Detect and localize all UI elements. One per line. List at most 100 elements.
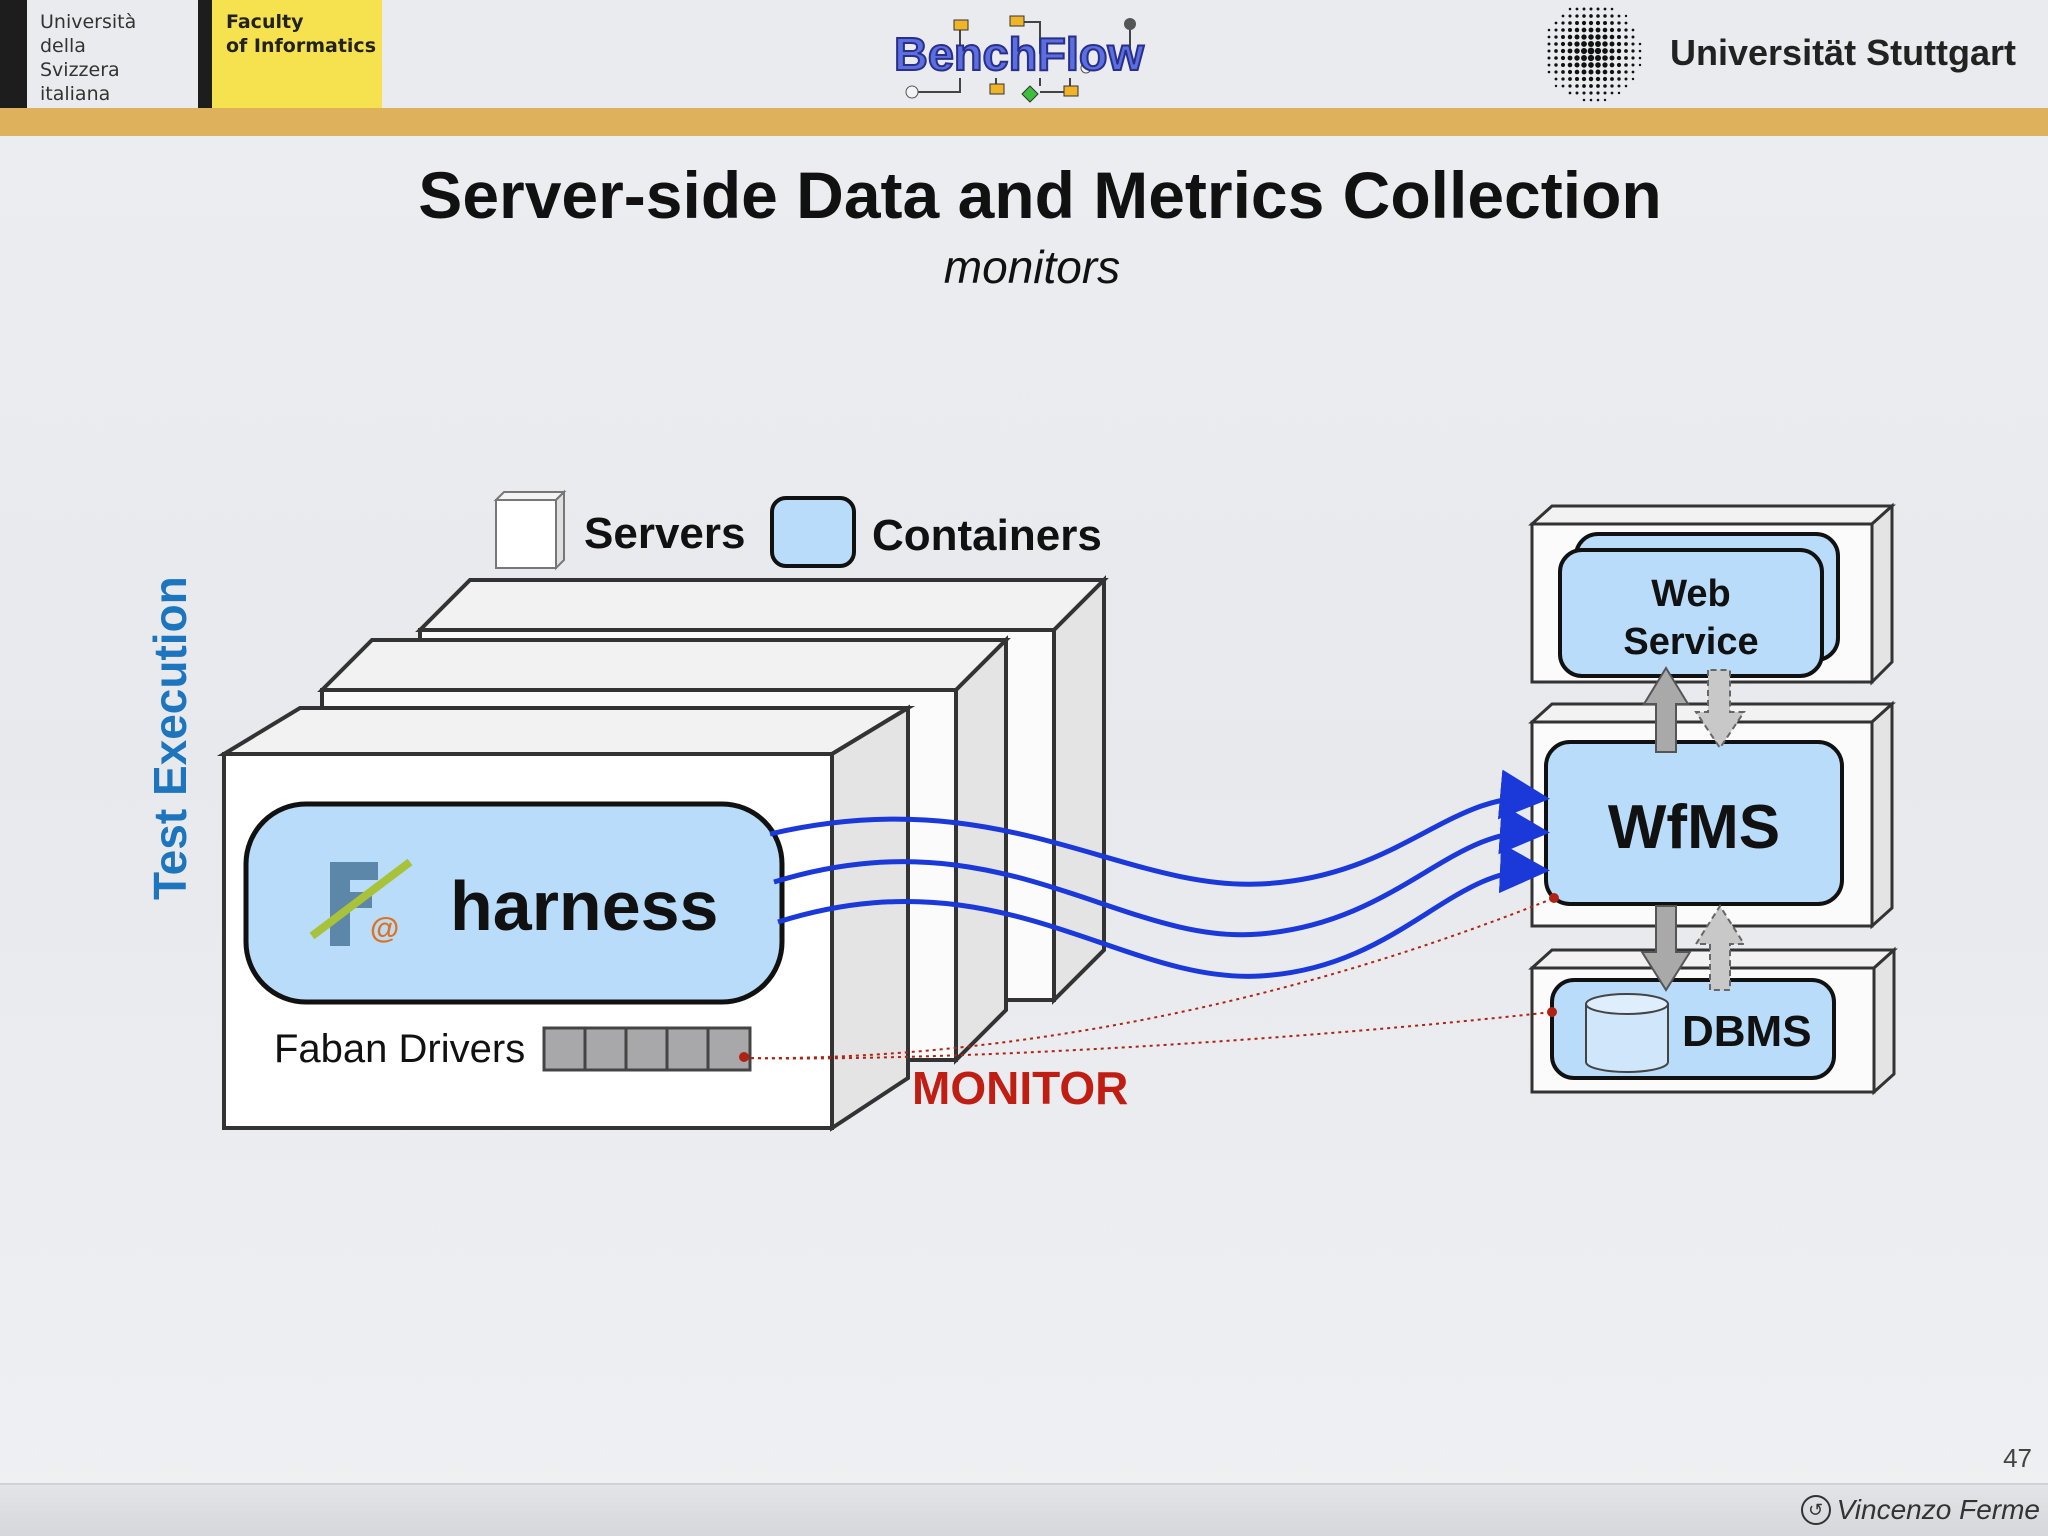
emblem-dot [1594, 54, 1602, 62]
emblem-dot [1561, 77, 1565, 81]
web-service-label-line2: Service [1623, 621, 1758, 663]
emblem-dot [1603, 91, 1607, 95]
emblem-dot [1575, 91, 1579, 95]
emblem-dot [1616, 34, 1622, 40]
emblem-dot [1624, 70, 1628, 74]
emblem-dot [1588, 62, 1594, 68]
emblem-dot [1603, 7, 1607, 11]
emblem-dot [1616, 62, 1622, 68]
emblem-dot [1587, 54, 1595, 62]
faban-logo-at: @ [370, 912, 399, 945]
legend-container-swatch [770, 496, 856, 568]
emblem-dot [1554, 56, 1558, 60]
emblem-dot [1561, 14, 1565, 18]
emblem-dot [1624, 28, 1628, 32]
emblem-dot [1554, 35, 1558, 39]
load-arrows [769, 769, 1550, 979]
emblem-dot [1554, 28, 1558, 32]
emblem-dot [1638, 49, 1642, 53]
faban-drivers-label: Faban Drivers [274, 1027, 525, 1071]
emblem-dot [1581, 69, 1587, 75]
emblem-dot [1624, 77, 1628, 81]
footer-divider [0, 1483, 2048, 1485]
monitor-dot [1547, 1007, 1557, 1017]
emblem-dot [1547, 70, 1551, 74]
footer-band [0, 1485, 2048, 1536]
emblem-dot [1554, 63, 1558, 67]
emblem-dot [1547, 56, 1551, 60]
emblem-dot [1581, 41, 1587, 47]
wfms-label: WfMS [1608, 793, 1780, 862]
emblem-dot [1609, 55, 1615, 61]
emblem-dot [1568, 77, 1572, 81]
emblem-dot [1581, 27, 1587, 33]
emblem-dot [1567, 34, 1573, 40]
header-bar: Università della Svizzera italiana Facul… [0, 0, 2048, 108]
emblem-dot [1547, 28, 1551, 32]
emblem-dot [1595, 27, 1601, 33]
emblem-dot [1547, 49, 1551, 53]
emblem-dot [1581, 20, 1587, 26]
web-service-container [1558, 548, 1824, 678]
benchflow-logo-text: BenchFlow [894, 28, 1144, 80]
emblem-dot [1588, 27, 1594, 33]
emblem-dot [1595, 69, 1601, 75]
monitor-lines [743, 897, 1555, 1060]
emblem-dot [1631, 56, 1635, 60]
emblem-dot [1609, 69, 1615, 75]
emblem-dot [1581, 76, 1587, 82]
usi-name: Università della Svizzera italiana [40, 10, 136, 106]
emblem-dot [1561, 84, 1565, 88]
emblem-dot [1624, 14, 1628, 18]
emblem-dot [1631, 35, 1635, 39]
emblem-dot [1610, 21, 1614, 25]
cc-icon: ↺ [1800, 1495, 1831, 1525]
emblem-dot [1588, 20, 1594, 26]
emblem-dot [1554, 77, 1558, 81]
emblem-dot [1582, 98, 1586, 102]
emblem-dot [1561, 28, 1565, 32]
emblem-dot [1603, 21, 1607, 25]
emblem-dot [1574, 34, 1580, 40]
author-credit: ↺ Vincenzo Ferme [1800, 1494, 2040, 1526]
emblem-dot [1568, 21, 1572, 25]
emblem-dot [1587, 47, 1595, 55]
emblem-dot [1610, 91, 1614, 95]
monitor-label: MONITOR [912, 1062, 1128, 1114]
emblem-dot [1602, 41, 1608, 47]
legend-server-swatch [495, 499, 557, 569]
emblem-dot [1609, 41, 1615, 47]
emblem-dot [1624, 35, 1628, 39]
emblem-dot [1574, 27, 1580, 33]
emblem-dot [1582, 7, 1586, 11]
emblem-dot [1547, 35, 1551, 39]
emblem-dot [1609, 48, 1615, 54]
emblem-dot [1631, 63, 1635, 67]
emblem-dot [1616, 48, 1622, 54]
emblem-dot [1617, 77, 1621, 81]
emblem-dot [1568, 91, 1572, 95]
emblem-dot [1580, 47, 1588, 55]
emblem-dot [1575, 21, 1579, 25]
harness-container: @ harness [243, 801, 785, 1005]
emblem-dot [1574, 41, 1580, 47]
emblem-dot [1595, 76, 1601, 82]
university-name: Universität Stuttgart [1670, 32, 2017, 73]
emblem-dot [1575, 14, 1579, 18]
emblem-dot [1581, 34, 1587, 40]
emblem-dot [1610, 7, 1614, 11]
gold-band [0, 108, 2048, 136]
emblem-dot [1567, 27, 1573, 33]
emblem-dot [1574, 76, 1580, 82]
emblem-dot [1624, 84, 1628, 88]
emblem-dot [1603, 14, 1607, 18]
emblem-dot [1610, 84, 1614, 88]
emblem-dot [1589, 84, 1593, 88]
emblem-dot [1631, 28, 1635, 32]
ws-wfms-arrows [1642, 666, 1746, 753]
emblem-dot [1609, 34, 1615, 40]
emblem-dot [1582, 91, 1586, 95]
load-arrow-1 [769, 769, 1550, 887]
monitor-dot [739, 1052, 749, 1062]
monitor-dot [1549, 893, 1559, 903]
